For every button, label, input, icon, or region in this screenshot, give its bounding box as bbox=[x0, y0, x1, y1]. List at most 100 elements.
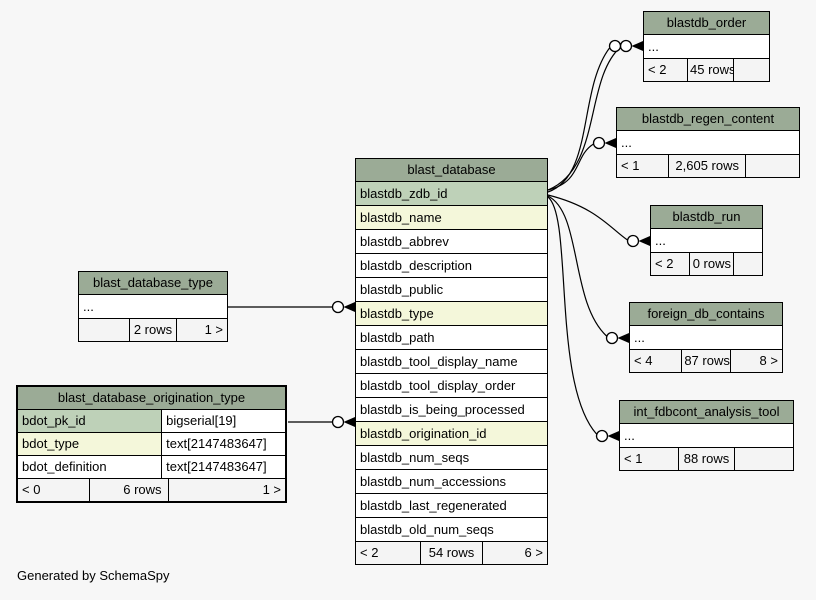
edge-arrowhead bbox=[638, 236, 650, 246]
table-title[interactable]: int_fdbcont_analysis_tool bbox=[620, 401, 793, 423]
fk-edge-run bbox=[547, 194, 628, 241]
column-row: bdot_pk_id bigserial[19] bbox=[18, 409, 285, 432]
table-blastdb-run[interactable]: blastdb_run ... < 2 0 rows bbox=[650, 205, 763, 276]
child-count: 1 > bbox=[176, 319, 227, 341]
child-count bbox=[733, 448, 793, 470]
row-count: 6 rows bbox=[88, 479, 168, 501]
table-footer: < 2 54 rows 6 > bbox=[356, 541, 547, 564]
table-footer: 2 rows 1 > bbox=[79, 318, 227, 341]
table-footer: < 4 87 rows 8 > bbox=[630, 349, 782, 372]
fk-edge-order-2 bbox=[547, 47, 610, 193]
edge-odot bbox=[592, 136, 606, 150]
edge-odot bbox=[626, 234, 640, 248]
parent-count: < 2 bbox=[648, 62, 667, 77]
elided-columns-row: ... bbox=[644, 34, 769, 58]
table-title[interactable]: blastdb_regen_content bbox=[617, 108, 799, 130]
edge-arrowhead bbox=[607, 431, 619, 441]
column-type: text[2147483647] bbox=[162, 433, 285, 455]
table-title[interactable]: blast_database bbox=[356, 159, 547, 181]
column-row: blastdb_is_being_processed bbox=[356, 397, 547, 421]
elided-columns-row: ... bbox=[620, 423, 793, 447]
table-int-fdbcont-analysis-tool[interactable]: int_fdbcont_analysis_tool ... < 1 88 row… bbox=[619, 400, 794, 471]
edge-arrowhead bbox=[343, 417, 355, 427]
edge-arrowhead bbox=[343, 302, 355, 312]
column-row: blastdb_path bbox=[356, 325, 547, 349]
table-title[interactable]: blastdb_order bbox=[644, 12, 769, 34]
edge-odot bbox=[331, 300, 345, 314]
edge-odot bbox=[331, 415, 345, 429]
fk-edge-regen-content bbox=[547, 143, 594, 191]
row-count: 2,605 rows bbox=[668, 155, 745, 177]
column-name: bdot_pk_id bbox=[18, 410, 163, 432]
column-row: blastdb_last_regenerated bbox=[356, 493, 547, 517]
table-blast-database[interactable]: blast_database blastdb_zdb_id blastdb_na… bbox=[355, 158, 548, 565]
parent-count: < 2 bbox=[360, 545, 379, 560]
elided-columns-row: ... bbox=[617, 130, 799, 154]
parent-count: < 0 bbox=[22, 482, 41, 497]
table-footer: < 0 6 rows 1 > bbox=[18, 478, 285, 501]
child-count: 1 > bbox=[167, 479, 285, 501]
parent-count: < 4 bbox=[634, 353, 653, 368]
edge-odot bbox=[605, 331, 619, 345]
row-count: 87 rows bbox=[681, 350, 730, 372]
row-count: 88 rows bbox=[678, 448, 733, 470]
table-title[interactable]: blast_database_type bbox=[79, 272, 227, 294]
column-row: bdot_definition text[2147483647] bbox=[18, 455, 285, 478]
column-row: blastdb_description bbox=[356, 253, 547, 277]
edge-odot bbox=[608, 39, 622, 53]
column-row: blastdb_name bbox=[356, 205, 547, 229]
child-count: 8 > bbox=[729, 350, 782, 372]
row-count: 2 rows bbox=[129, 319, 176, 341]
column-row: blastdb_tool_display_name bbox=[356, 349, 547, 373]
column-type: text[2147483647] bbox=[162, 456, 285, 478]
row-count: 45 rows bbox=[687, 59, 733, 81]
edge-odot bbox=[595, 429, 609, 443]
table-footer: < 1 88 rows bbox=[620, 447, 793, 470]
edge-arrowhead bbox=[604, 138, 616, 148]
column-row: blastdb_type bbox=[356, 301, 547, 325]
fk-edge-int-fdbcont bbox=[547, 196, 597, 435]
table-blast-database-type[interactable]: blast_database_type ... 2 rows 1 > bbox=[78, 271, 228, 342]
elided-columns-row: ... bbox=[630, 325, 782, 349]
table-footer: < 1 2,605 rows bbox=[617, 154, 799, 177]
table-footer: < 2 0 rows bbox=[651, 252, 762, 275]
elided-columns-row: ... bbox=[79, 294, 227, 318]
column-row: blastdb_abbrev bbox=[356, 229, 547, 253]
fk-edge-order-1 bbox=[547, 46, 621, 191]
parent-count: < 1 bbox=[621, 158, 640, 173]
column-row: blastdb_origination_id bbox=[356, 421, 547, 445]
column-row: blastdb_num_seqs bbox=[356, 445, 547, 469]
parent-count: < 2 bbox=[655, 256, 674, 271]
parent-count bbox=[79, 319, 129, 341]
column-row: blastdb_num_accessions bbox=[356, 469, 547, 493]
table-foreign-db-contains[interactable]: foreign_db_contains ... < 4 87 rows 8 > bbox=[629, 302, 783, 373]
child-count bbox=[745, 155, 799, 177]
column-row: blastdb_tool_display_order bbox=[356, 373, 547, 397]
table-blast-database-origination-type[interactable]: blast_database_origination_type bdot_pk_… bbox=[16, 385, 287, 503]
column-row: blastdb_public bbox=[356, 277, 547, 301]
row-count: 54 rows bbox=[420, 542, 481, 564]
column-row: bdot_type text[2147483647] bbox=[18, 432, 285, 455]
table-title[interactable]: blastdb_run bbox=[651, 206, 762, 228]
column-row: blastdb_zdb_id bbox=[356, 181, 547, 205]
child-count bbox=[733, 253, 762, 275]
child-count bbox=[733, 59, 769, 81]
elided-columns-row: ... bbox=[651, 228, 762, 252]
column-row: blastdb_old_num_seqs bbox=[356, 517, 547, 541]
table-blastdb-regen-content[interactable]: blastdb_regen_content ... < 1 2,605 rows bbox=[616, 107, 800, 178]
edge-arrowhead bbox=[631, 41, 643, 51]
table-blastdb-order[interactable]: blastdb_order ... < 2 45 rows bbox=[643, 11, 770, 82]
table-footer: < 2 45 rows bbox=[644, 58, 769, 81]
generated-by-note: Generated by SchemaSpy bbox=[17, 568, 170, 583]
table-title[interactable]: blast_database_origination_type bbox=[18, 387, 285, 409]
edge-odot bbox=[619, 39, 633, 53]
parent-count: < 1 bbox=[624, 451, 643, 466]
edge-arrowhead bbox=[617, 333, 629, 343]
child-count: 6 > bbox=[481, 542, 547, 564]
row-count: 0 rows bbox=[689, 253, 733, 275]
column-type: bigserial[19] bbox=[162, 410, 285, 432]
fk-edge-foreign-db-contains bbox=[547, 195, 607, 337]
column-name: bdot_type bbox=[18, 433, 163, 455]
table-title[interactable]: foreign_db_contains bbox=[630, 303, 782, 325]
